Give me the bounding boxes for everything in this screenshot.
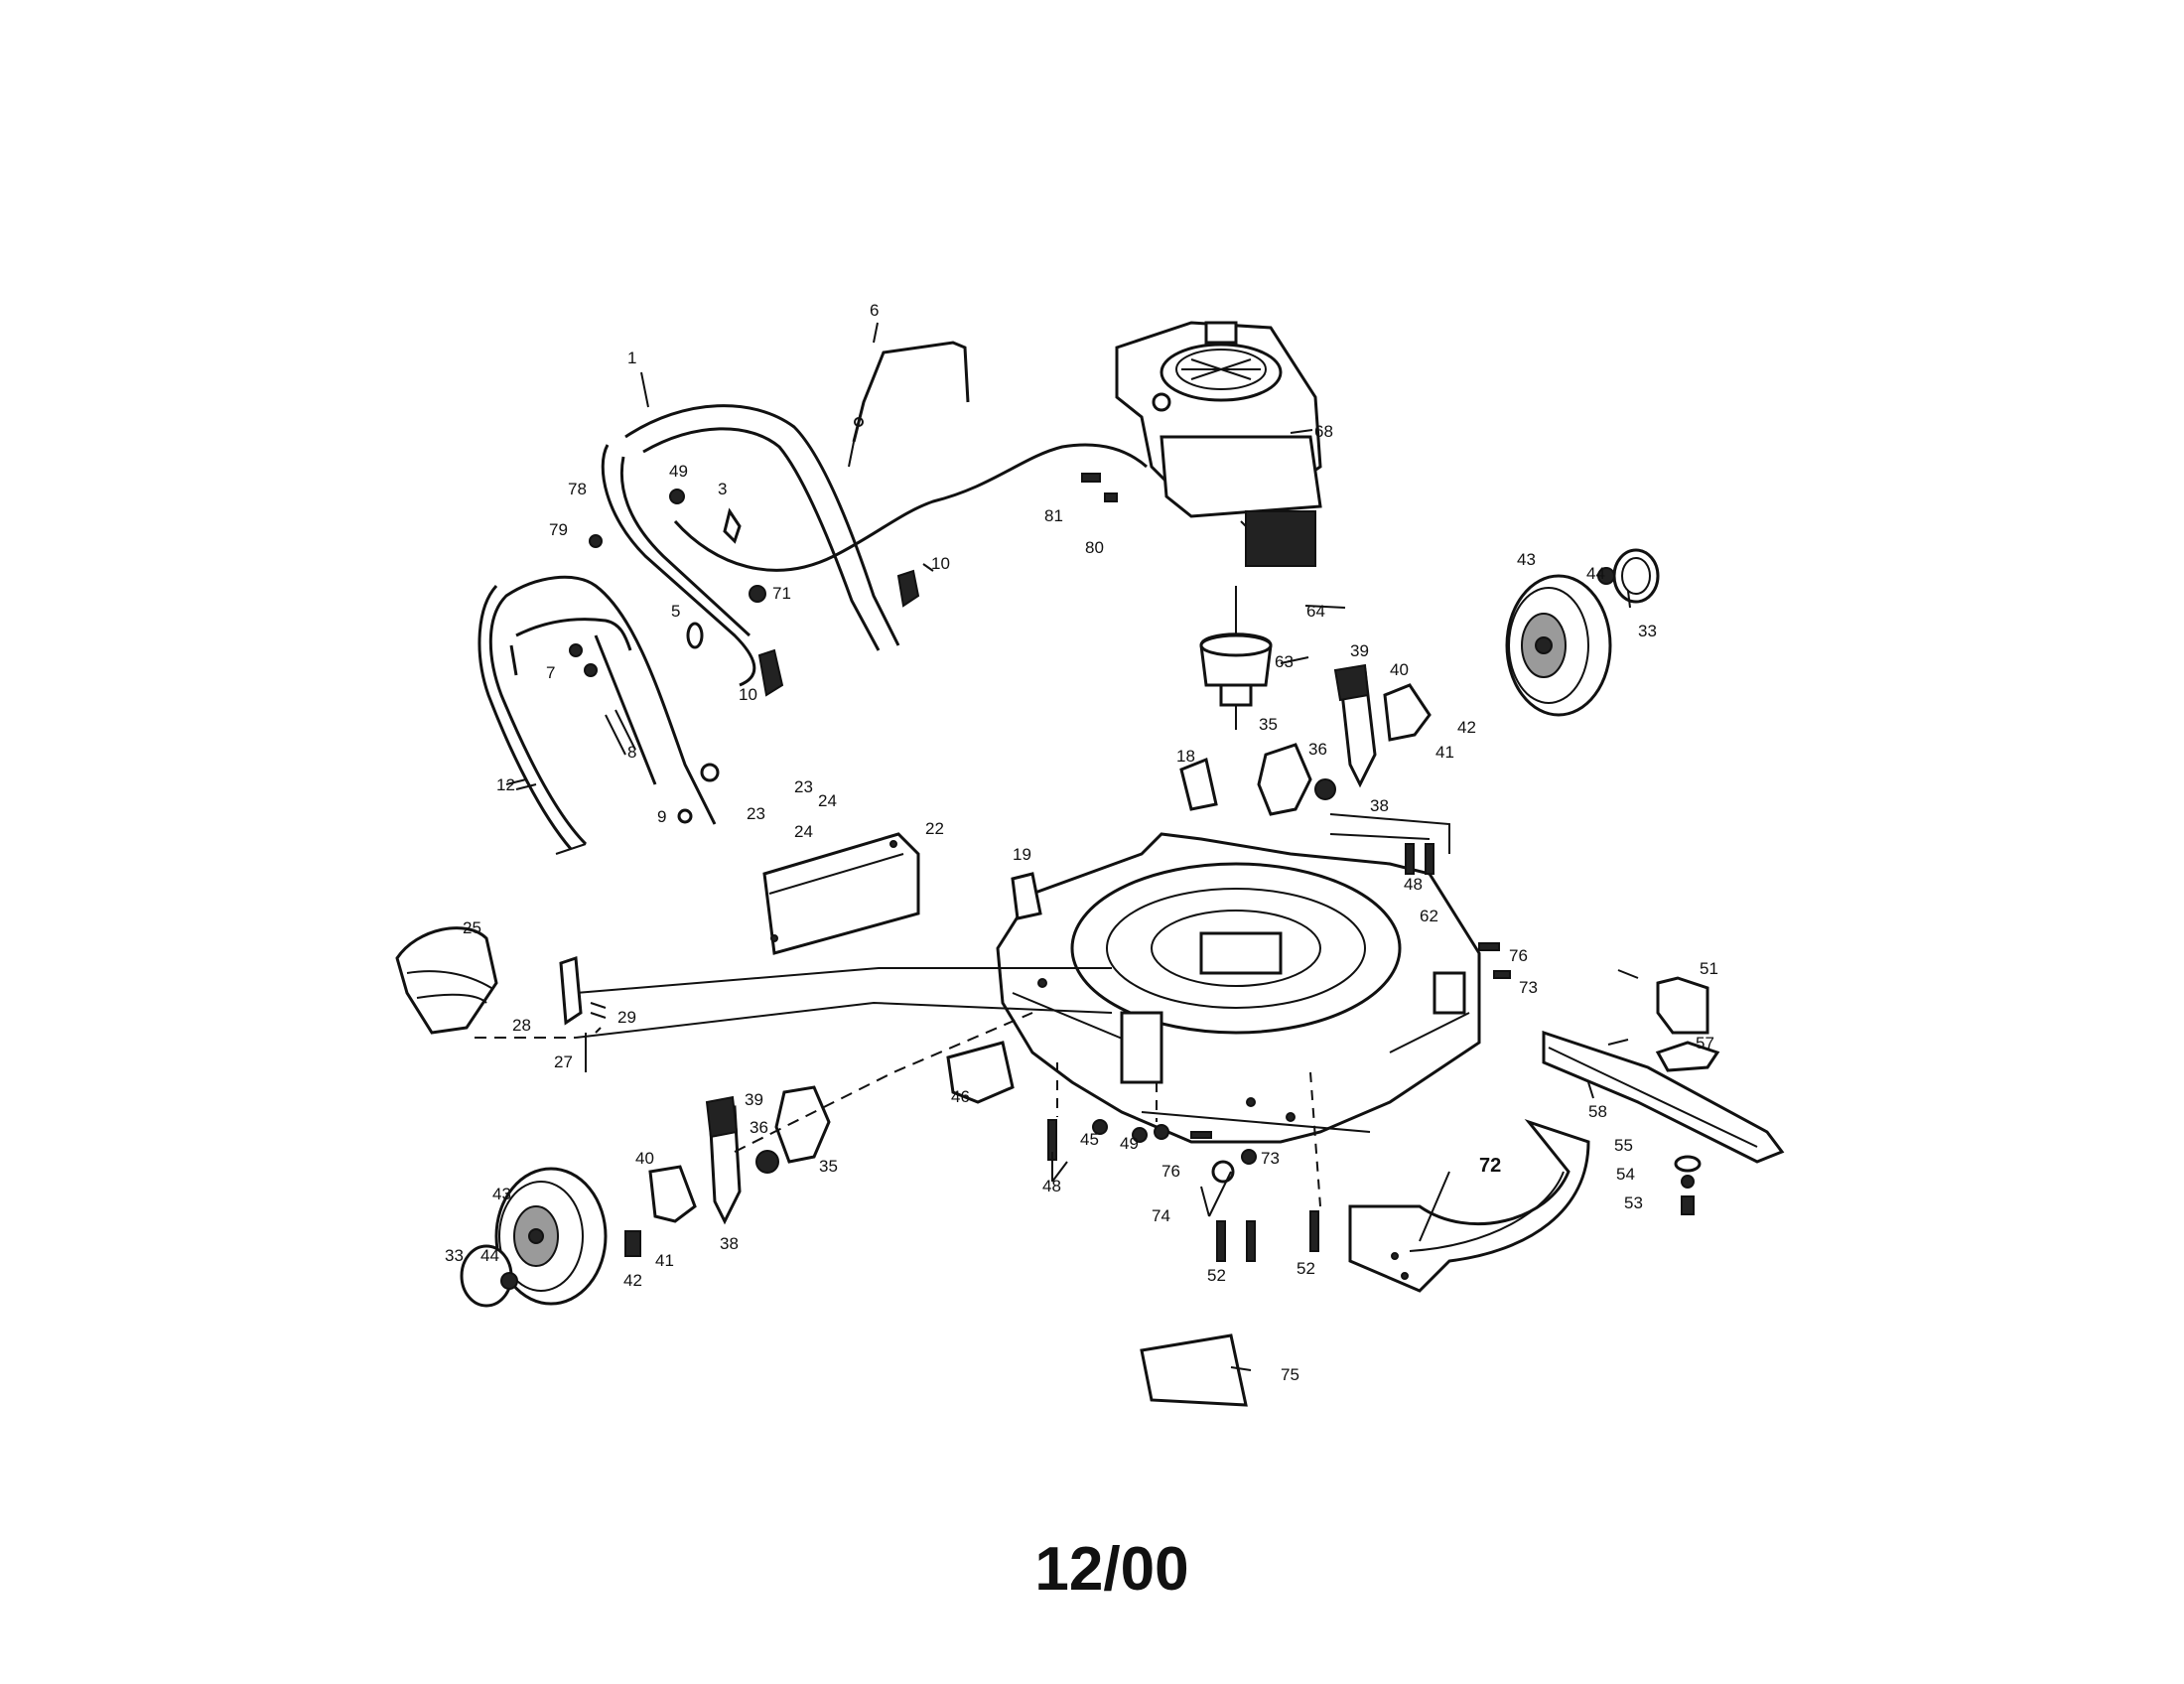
alignment-lines [475,1012,1321,1207]
part-label: 38 [720,1234,739,1253]
part-label: 64 [1306,602,1325,621]
part-label: 3 [718,480,727,498]
part-label: 28 [512,1016,531,1035]
part-label: 25 [463,918,481,937]
part-label: 7 [546,663,555,682]
part-label: 63 [1275,652,1294,671]
part-label: 44 [480,1246,499,1265]
part-label: 42 [1457,718,1476,737]
part-label: 18 [1176,747,1195,766]
part-label: 36 [750,1118,768,1137]
part-label: 68 [1314,422,1333,441]
part-label: 43 [492,1185,511,1203]
part-label: 58 [1588,1102,1607,1121]
revision-date-code: 12/00 [1034,1535,1189,1604]
part-label: 57 [1696,1034,1714,1052]
part-label: 35 [1259,715,1278,734]
part-label: 52 [1297,1259,1315,1278]
part-label: 23 [794,777,813,796]
part-label: 35 [819,1157,838,1176]
part-label: 49 [1120,1134,1139,1153]
part-label: 38 [1370,796,1389,815]
part-label: 62 [1420,907,1438,925]
part-label: 10 [931,554,950,573]
part-label: 44 [1586,564,1605,583]
part-label: 42 [623,1271,642,1290]
part-number-labels: 1 6 68 49 78 3 79 81 80 10 71 5 10 64 43… [445,301,1718,1384]
part-label: 48 [1042,1177,1061,1195]
part-label: 73 [1261,1149,1280,1168]
part-label: 33 [1638,622,1657,640]
part-label: 49 [669,462,688,481]
fasteners [569,473,1511,1262]
right-wheel [1505,548,1660,717]
part-label: 41 [1435,743,1454,762]
baffle [1348,1118,1590,1293]
part-label: 43 [1517,550,1536,569]
part-label: 51 [1700,959,1718,978]
skirt-piece [946,1041,1015,1104]
part-label: 71 [772,584,791,603]
part-label: 1 [627,349,636,367]
part-label: 39 [1350,641,1369,660]
upper-handle [601,371,900,687]
part-label: 76 [1161,1162,1180,1181]
part-label: 33 [445,1246,464,1265]
part-label: 10 [739,685,757,704]
part-label: 40 [1390,660,1409,679]
part-label: 27 [554,1052,573,1071]
leader-lines [505,429,1639,1371]
engine [1115,321,1322,567]
part-label: 76 [1509,946,1528,965]
part-label: 24 [794,822,813,841]
part-label: 73 [1519,978,1538,997]
part-label: 8 [627,743,636,762]
control-cable [673,443,1148,572]
part-label: 6 [870,301,879,320]
part-label: 19 [1013,845,1031,864]
part-label: 80 [1085,538,1104,557]
part-label: 53 [1624,1193,1643,1212]
part-label: 75 [1281,1365,1299,1384]
part-label: 39 [745,1090,763,1109]
part-label: 29 [617,1008,636,1027]
height-adjuster-left [648,1085,831,1225]
cover-75 [1140,1333,1248,1407]
part-label: 81 [1044,506,1063,525]
mower-deck [996,832,1481,1144]
engine-pulley [1199,586,1273,730]
control-bar [848,322,970,468]
part-label: 22 [925,819,944,838]
part-label: 40 [635,1149,654,1168]
part-label: 36 [1308,740,1327,759]
part-label: 78 [568,480,587,498]
left-wheel [460,1167,608,1308]
grass-deflector [395,926,498,1035]
part-label: 46 [951,1087,970,1106]
part-label: 52 [1207,1266,1226,1285]
part-label: 9 [657,807,666,826]
lower-handle [478,575,717,855]
part-label: 48 [1404,875,1423,894]
part-label: 5 [671,602,680,621]
rear-bracket [559,955,607,1072]
part-label: 23 [747,804,765,823]
part-label: 74 [1152,1206,1170,1225]
part-label: 41 [655,1251,674,1270]
blade-assembly [1542,976,1785,1215]
part-label: 24 [818,791,837,810]
part-label: 72 [1479,1155,1501,1177]
rear-shield [762,832,920,955]
height-adjuster-right [1257,663,1432,816]
part-label: 54 [1616,1165,1635,1184]
rear-axle [575,813,1450,1039]
part-label: 45 [1080,1130,1099,1149]
part-label: 55 [1614,1136,1633,1155]
part-label: 79 [549,520,568,539]
part-label: 12 [496,775,515,794]
